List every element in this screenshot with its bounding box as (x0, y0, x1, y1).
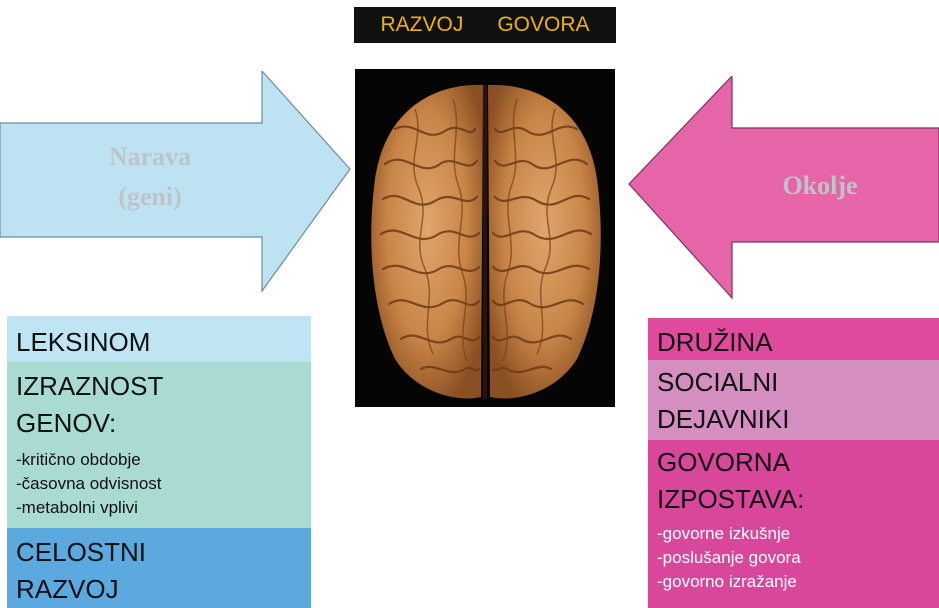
diagram-title: RAZVOJ GOVORA (354, 7, 616, 43)
govorna-bullet-1: -govorne izkušnje (657, 524, 791, 543)
left-arrow-label: Narava (geni) (40, 137, 260, 217)
govorna-box: GOVORNA IZPOSTAVA: -govorne izkušnje -po… (648, 440, 939, 608)
leksinom-box: LEKSINOM (7, 316, 311, 362)
izraznost-box: IZRAZNOST GENOV: -kritično obdobje -časo… (7, 362, 311, 528)
right-arrow-label: Okolje (782, 171, 858, 200)
celostni-line2: RAZVOJ (16, 574, 119, 604)
druzina-label: DRUŽINA (657, 327, 773, 357)
left-arrow-narava (0, 71, 351, 293)
leksinom-label: LEKSINOM (16, 327, 151, 357)
govorna-bullet-3: -govorno izražanje (657, 572, 797, 591)
title-word-govora: GOVORA (497, 13, 590, 36)
celostni-line1: CELOSTNI (16, 537, 147, 567)
brain-image (355, 69, 615, 407)
title-word-razvoj: RAZVOJ (380, 13, 464, 36)
socialni-line2: DEJAVNIKI (657, 404, 790, 434)
govorna-bullet-2: -poslušanje govora (657, 548, 801, 567)
izraznost-bullet-1: -kritično obdobje (16, 450, 141, 469)
socialni-box: SOCIALNI DEJAVNIKI (648, 360, 939, 440)
govorna-line1: GOVORNA (657, 447, 790, 477)
izraznost-line1: IZRAZNOST (16, 371, 164, 401)
izraznost-bullet-2: -časovna odvisnost (16, 474, 162, 493)
celostni-box: CELOSTNI RAZVOJ (7, 528, 311, 608)
socialni-line1: SOCIALNI (657, 367, 779, 397)
right-arrow-okolje (628, 76, 939, 300)
druzina-box: DRUŽINA (648, 318, 939, 360)
govorna-line2: IZPOSTAVA: (657, 484, 805, 514)
izraznost-line2: GENOV: (16, 408, 117, 438)
left-arrow-line2: (geni) (118, 182, 182, 211)
left-arrow-line1: Narava (108, 142, 192, 171)
izraznost-bullet-3: -metabolni vplivi (16, 498, 138, 517)
